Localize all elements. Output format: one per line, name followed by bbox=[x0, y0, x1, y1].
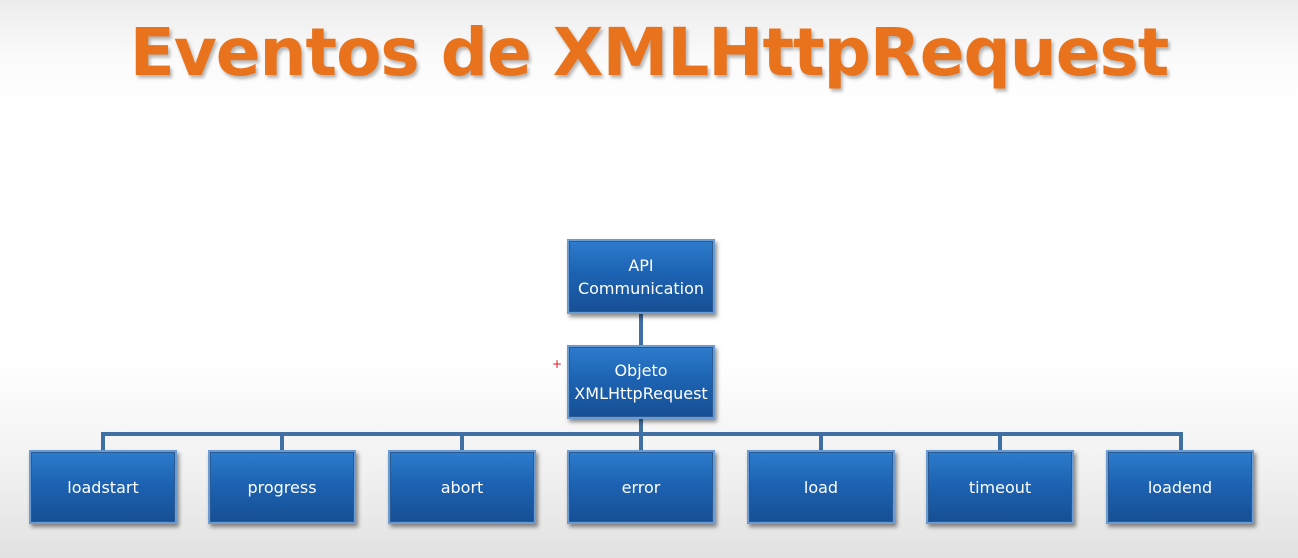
connector-error bbox=[639, 432, 643, 451]
node-xmlhttprequest-object-label: Objeto XMLHttpRequest bbox=[574, 361, 708, 403]
connector-progress bbox=[280, 432, 284, 451]
event-label: timeout bbox=[968, 477, 1032, 497]
event-label: loadstart bbox=[67, 477, 139, 497]
event-node-load: load bbox=[747, 450, 895, 524]
event-node-loadend: loadend bbox=[1106, 450, 1254, 524]
add-marker: + bbox=[552, 357, 563, 371]
connector-abort bbox=[460, 432, 464, 451]
event-label: load bbox=[803, 477, 839, 497]
event-node-progress: progress bbox=[208, 450, 356, 524]
node-api-communication: API Communication bbox=[567, 239, 715, 314]
event-label: error bbox=[621, 477, 661, 497]
event-label: progress bbox=[247, 477, 317, 497]
node-api-communication-label: API Communication bbox=[577, 255, 705, 298]
connector-loadstart bbox=[101, 432, 105, 451]
event-node-error: error bbox=[567, 450, 715, 524]
connector-timeout bbox=[998, 432, 1002, 451]
event-node-timeout: timeout bbox=[926, 450, 1074, 524]
event-label: abort bbox=[440, 477, 484, 497]
connector-load bbox=[819, 432, 823, 451]
node-xmlhttprequest-object: Objeto XMLHttpRequest bbox=[567, 345, 715, 419]
event-label: loadend bbox=[1147, 477, 1213, 497]
slide-title: Eventos de XMLHttpRequest bbox=[129, 14, 1170, 91]
connector-root-to-object bbox=[639, 312, 643, 346]
event-node-loadstart: loadstart bbox=[29, 450, 177, 524]
connector-object-to-bus bbox=[639, 418, 643, 434]
connector-loadend bbox=[1179, 432, 1183, 451]
event-node-abort: abort bbox=[388, 450, 536, 524]
